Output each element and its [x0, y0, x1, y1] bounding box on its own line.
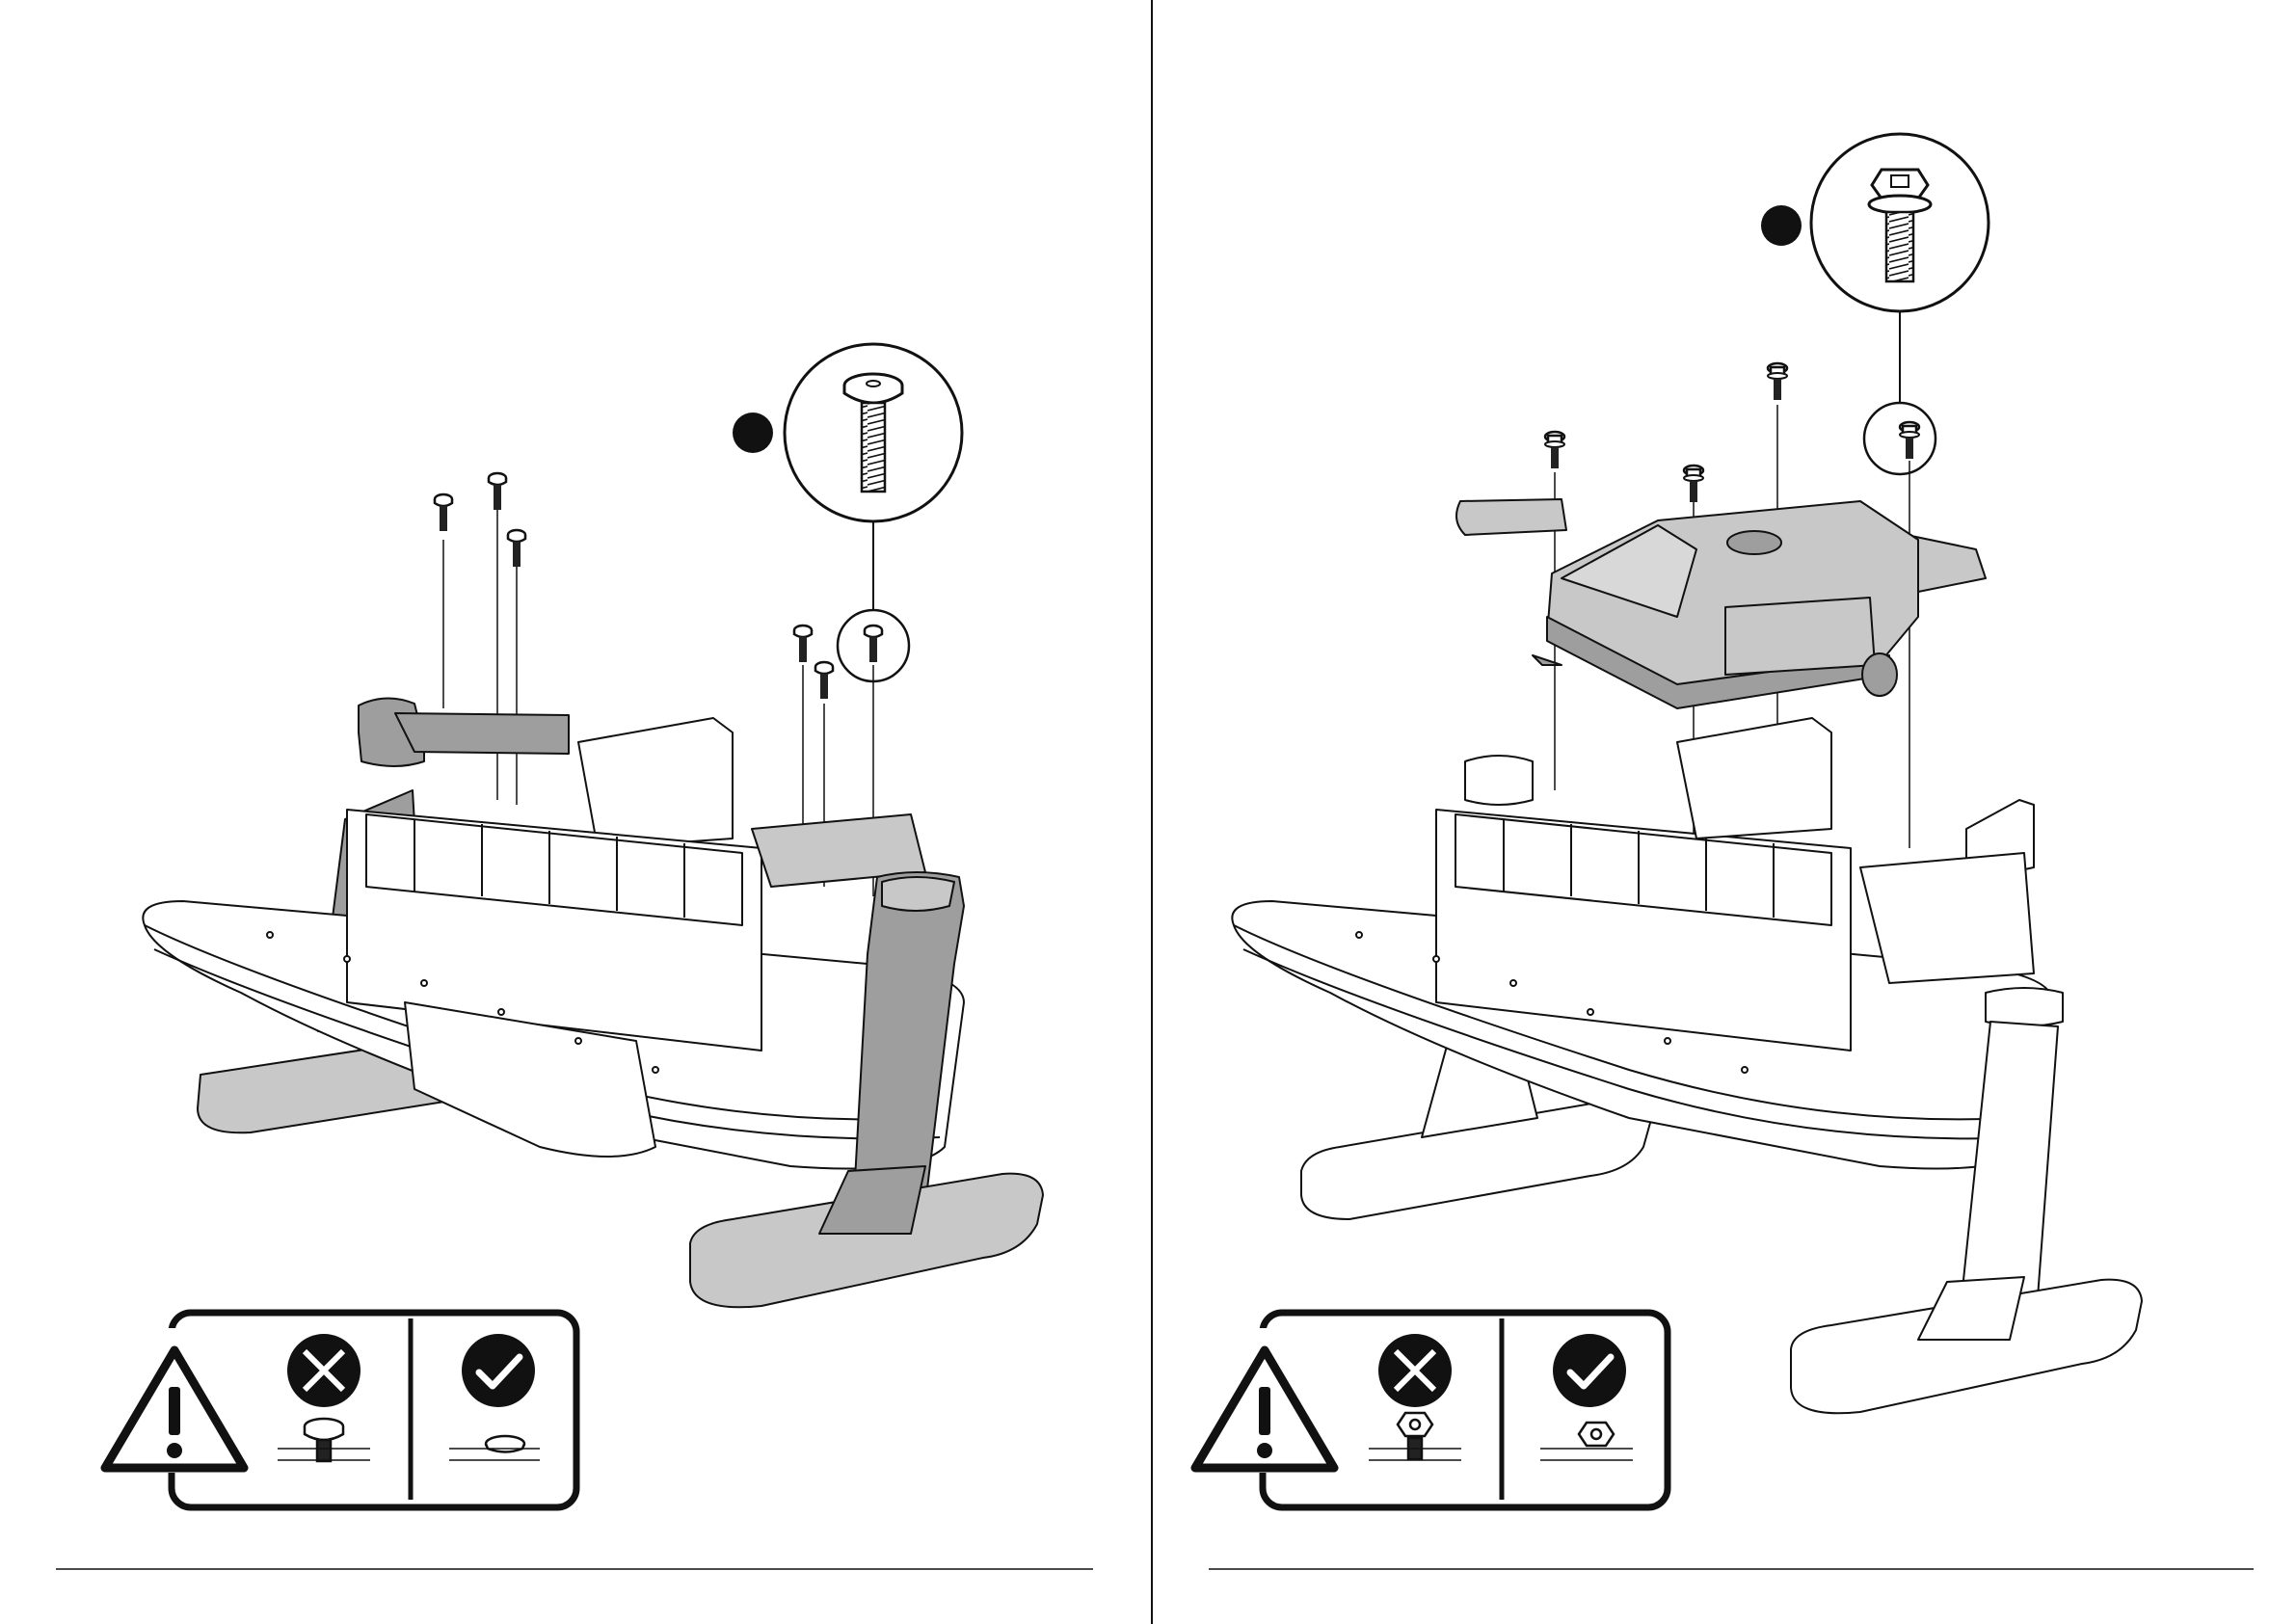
screw-1 [435, 494, 452, 531]
right-page [1195, 134, 2254, 1569]
step-marker-left [733, 413, 773, 453]
check-circle-icon [462, 1334, 535, 1407]
step-marker-right [1761, 205, 1802, 246]
cross-circle-icon [1378, 1334, 1452, 1407]
tilt-mechanism [1456, 499, 1986, 708]
seat-base-assembly-right [1232, 718, 2142, 1413]
detail-callout-right [1811, 134, 1989, 474]
check-circle-icon [1553, 1334, 1626, 1407]
bolt-1 [1545, 432, 1564, 468]
screw-4 [794, 626, 812, 662]
screw-2 [489, 473, 506, 510]
cross-circle-icon [287, 1334, 360, 1407]
warning-panel-left [105, 1313, 576, 1507]
screw-3 [508, 530, 525, 567]
left-page [56, 344, 1093, 1569]
bolt-2 [1684, 466, 1703, 502]
warning-panel-right [1195, 1313, 1668, 1507]
seat-base-assembly-left [143, 698, 1043, 1307]
bolt-3 [1768, 363, 1787, 400]
screw-5 [815, 662, 833, 699]
